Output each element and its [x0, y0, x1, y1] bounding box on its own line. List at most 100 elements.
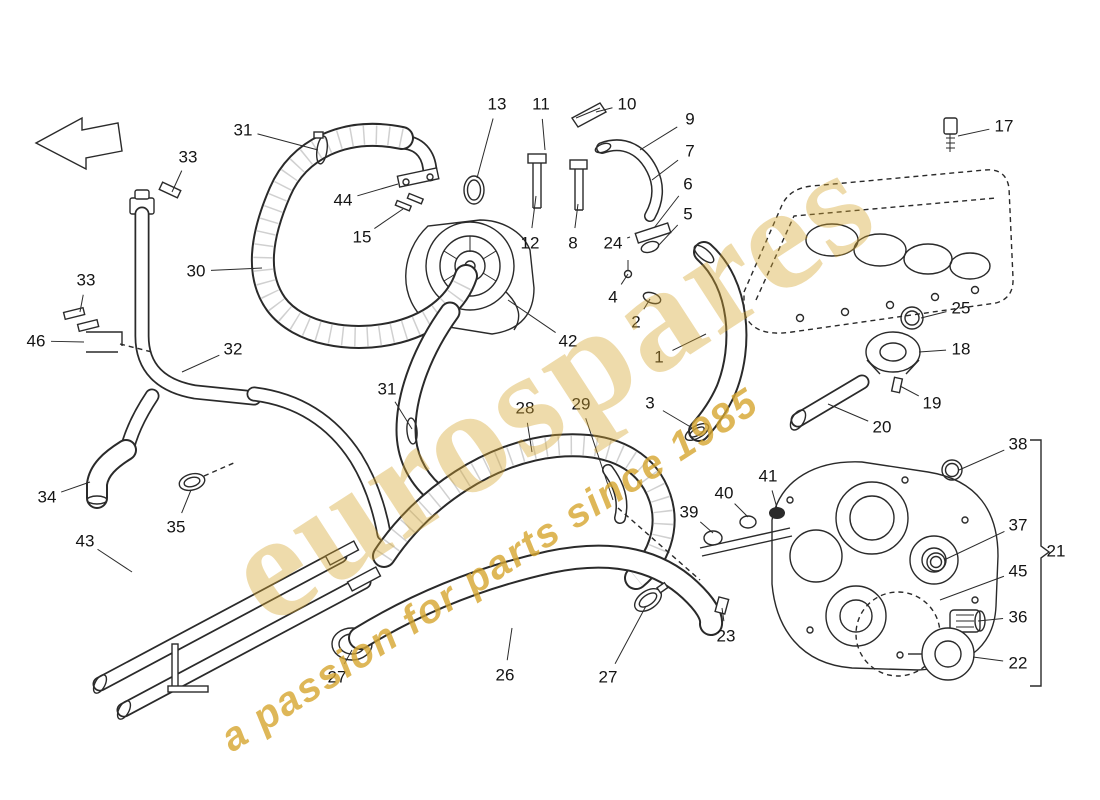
- callout-label: 2: [631, 313, 640, 332]
- callout-label: 21: [1047, 542, 1066, 561]
- callout-leader-line: [374, 208, 404, 229]
- callout-leader-line: [643, 298, 651, 310]
- callout-leader-line: [918, 349, 947, 353]
- callout-leader-line: [531, 195, 537, 229]
- callout-leader-line: [394, 401, 413, 430]
- callout-leader-line: [210, 267, 263, 271]
- clamp-27-right: [633, 581, 669, 613]
- valve-cover: [743, 169, 1014, 334]
- callout-leader-line: [657, 224, 679, 247]
- callout-label: 31: [234, 121, 253, 140]
- callout-leader-line: [721, 607, 725, 622]
- callout-leader-line: [972, 656, 1004, 662]
- callout-label: 20: [873, 418, 892, 437]
- callout-label: 34: [38, 488, 57, 507]
- temperature-sensor: [943, 117, 958, 152]
- callout-leader-line: [662, 410, 695, 430]
- top-center-fittings: [527, 102, 663, 222]
- callout-leader-line: [651, 159, 679, 181]
- callout-label: 11: [532, 95, 550, 114]
- callout-label: 25: [952, 299, 971, 318]
- callout-leader-line: [507, 299, 556, 333]
- callout-label: 1: [654, 348, 663, 367]
- callout-label: 40: [715, 484, 734, 503]
- callout-label: 30: [187, 262, 206, 281]
- callout-leader-line: [574, 203, 579, 229]
- o-ring-37: [926, 552, 946, 572]
- callout-label: 44: [334, 191, 353, 210]
- callout-label: 19: [923, 394, 942, 413]
- callout-label: 29: [572, 395, 591, 414]
- callout-label: 10: [618, 95, 637, 114]
- callout-leader-line: [541, 118, 546, 151]
- callout-leader-line: [181, 354, 220, 373]
- thermostat-housing: [789, 331, 921, 431]
- callout-label: 8: [568, 234, 577, 253]
- callout-leader-line: [977, 617, 1004, 622]
- callout-label: 4: [608, 288, 617, 307]
- callout-leader-line: [595, 107, 613, 113]
- callout-leader-line: [639, 126, 678, 151]
- callout-label: 41: [759, 467, 778, 486]
- callout-leader-line: [943, 530, 1005, 561]
- callout-label: 15: [353, 228, 372, 247]
- callout-leader-line: [476, 118, 494, 179]
- callout-label: 43: [76, 532, 95, 551]
- callout-label: 7: [685, 142, 694, 161]
- callout-leader-line: [957, 128, 990, 137]
- callout-leader-line: [585, 418, 614, 501]
- pump-cover-22: [908, 627, 975, 681]
- callout-label: 33: [179, 148, 198, 167]
- callout-label: 23: [717, 627, 736, 646]
- direction-arrow-icon: [34, 116, 123, 171]
- callout-label: 9: [685, 110, 694, 129]
- callout-leader-line: [653, 195, 680, 229]
- callout-leader-line: [171, 170, 183, 193]
- callout-label: 42: [559, 332, 578, 351]
- bracket-46: [62, 306, 153, 353]
- callout-leader-line: [614, 605, 647, 665]
- callout-label: 27: [599, 668, 618, 687]
- callout-leader-line: [257, 133, 319, 151]
- callout-leader-line: [672, 333, 707, 351]
- callout-label: 33: [77, 271, 96, 290]
- callout-leader-line: [343, 649, 353, 665]
- callout-label: 39: [680, 503, 699, 522]
- seals-39-40-41: [703, 507, 785, 546]
- callout-leader-line: [357, 183, 399, 197]
- callout-label: 35: [167, 518, 186, 537]
- callout-leader-line: [958, 449, 1005, 471]
- hose-pump-down: [395, 301, 461, 503]
- manifold-pipes-43: [92, 540, 382, 720]
- callout-label: 22: [1009, 654, 1028, 673]
- o-ring-38: [941, 459, 963, 481]
- hose-center-lower: [348, 544, 724, 650]
- callout-leader-line: [506, 627, 513, 661]
- callout-leader-line: [734, 503, 749, 518]
- callout-label: 36: [1009, 608, 1028, 627]
- callout-label: 31: [378, 380, 397, 399]
- bolt-23: [617, 507, 730, 615]
- callout-label: 38: [1009, 435, 1028, 454]
- callout-label: 24: [604, 234, 623, 253]
- callout-label: 12: [521, 234, 540, 253]
- hose-center-upper: [372, 433, 676, 590]
- callout-label: 3: [645, 394, 654, 413]
- callout-label: 13: [488, 95, 507, 114]
- callout-leader-line: [181, 489, 192, 514]
- hose-34: [86, 439, 137, 509]
- callout-label: 26: [496, 666, 515, 685]
- group-bracket-21: [1030, 439, 1051, 687]
- callout-leader-line: [899, 385, 919, 397]
- callout-leader-line: [939, 575, 1005, 601]
- hose-1: [623, 222, 748, 442]
- callout-leader-line: [827, 403, 869, 422]
- callout-label: 45: [1009, 562, 1028, 581]
- callout-leader-line: [771, 490, 778, 509]
- callout-leader-line: [60, 481, 91, 493]
- callout-label: 27: [328, 668, 347, 687]
- callout-leader-line: [79, 294, 84, 313]
